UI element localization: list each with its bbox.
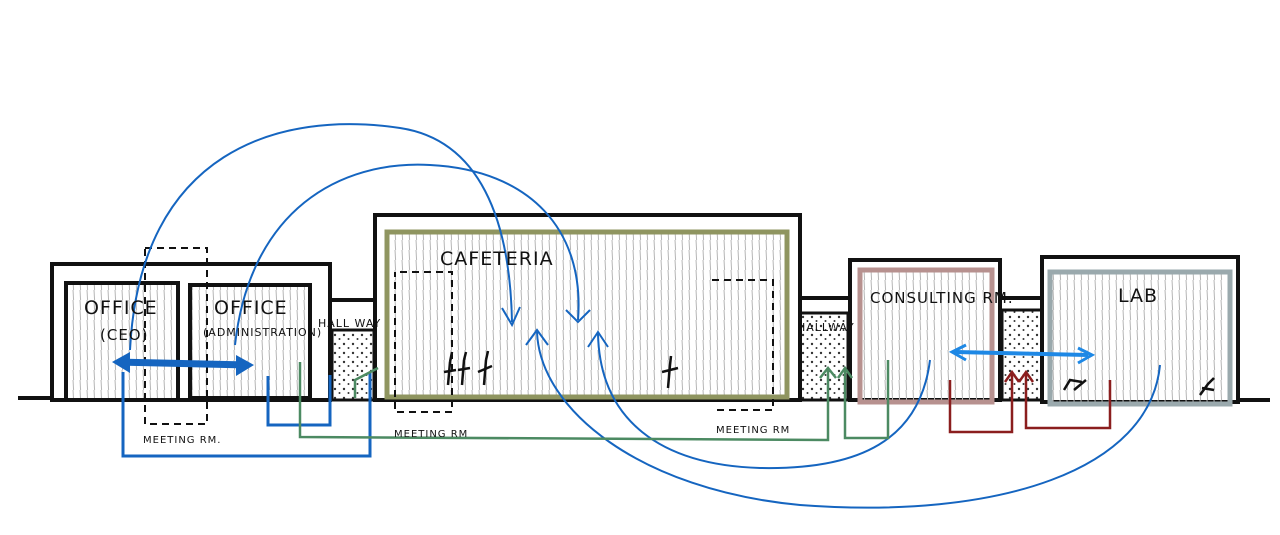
meeting-cafeteria-right-label: MEETING RM — [716, 425, 790, 436]
arrowhead-up-icon — [1003, 369, 1021, 383]
meeting-room-dashed — [144, 247, 208, 425]
arrowhead-up-icon — [587, 330, 609, 348]
arrowhead-up-icon — [525, 328, 549, 346]
arrowhead-down-icon — [565, 309, 591, 324]
arrowhead-up-icon — [836, 365, 854, 379]
red-circulation-lab — [1024, 374, 1112, 430]
blue-arc-consulting-cafeteria — [597, 333, 931, 470]
hallway-left-label: HALL WAY — [318, 317, 381, 330]
hallway-left-room — [330, 328, 376, 402]
arrowhead-up-icon — [819, 365, 837, 379]
arrowhead-right-icon — [236, 355, 254, 376]
person-figure-icon — [443, 350, 1215, 396]
relation-arrow-consulting-lab — [954, 350, 1089, 357]
blue-arc-lab-cafeteria — [536, 331, 1161, 509]
office-admin-title: OFFICE — [214, 297, 288, 319]
hallway-right-room — [798, 311, 850, 402]
meeting-left-label: MEETING RM. — [143, 435, 222, 446]
blue-arc-admin-cafeteria — [234, 163, 580, 346]
ground-line — [18, 396, 1270, 402]
cafeteria-meeting-right — [712, 279, 774, 411]
blue-circulation-low-left — [121, 372, 372, 458]
arrowhead-down-icon — [501, 306, 521, 328]
arrowhead-left-icon — [112, 352, 130, 373]
blue-arc-ceo-cafeteria — [129, 123, 513, 351]
meeting-cafeteria-left-label: MEETING RM — [394, 429, 468, 440]
arrowhead-left-icon — [948, 343, 967, 362]
office-ceo-sub: (CEO) — [100, 326, 148, 344]
green-circulation-hall — [353, 366, 379, 398]
office-ceo-title: OFFICE — [84, 297, 158, 319]
arrowhead-right-icon — [1077, 346, 1096, 365]
hallway-right-label: HALLWAY — [797, 321, 855, 334]
green-circulation-consulting — [843, 360, 890, 440]
office-admin-room — [188, 283, 312, 400]
green-circulation-main — [298, 362, 830, 442]
consulting-label: CONSULTING RM. — [870, 289, 1014, 307]
lab-label: LAB — [1118, 285, 1158, 307]
relation-arrow-ceo-admin — [117, 358, 249, 369]
red-circulation-consulting — [948, 374, 1014, 434]
office-admin-sub: (ADMINISTRATION) — [203, 326, 322, 339]
cafeteria-meeting-left — [394, 271, 453, 413]
arrowhead-up-icon — [1017, 369, 1035, 383]
cafeteria-label: CAFETERIA — [440, 248, 554, 270]
cafeteria-shell — [373, 213, 802, 402]
